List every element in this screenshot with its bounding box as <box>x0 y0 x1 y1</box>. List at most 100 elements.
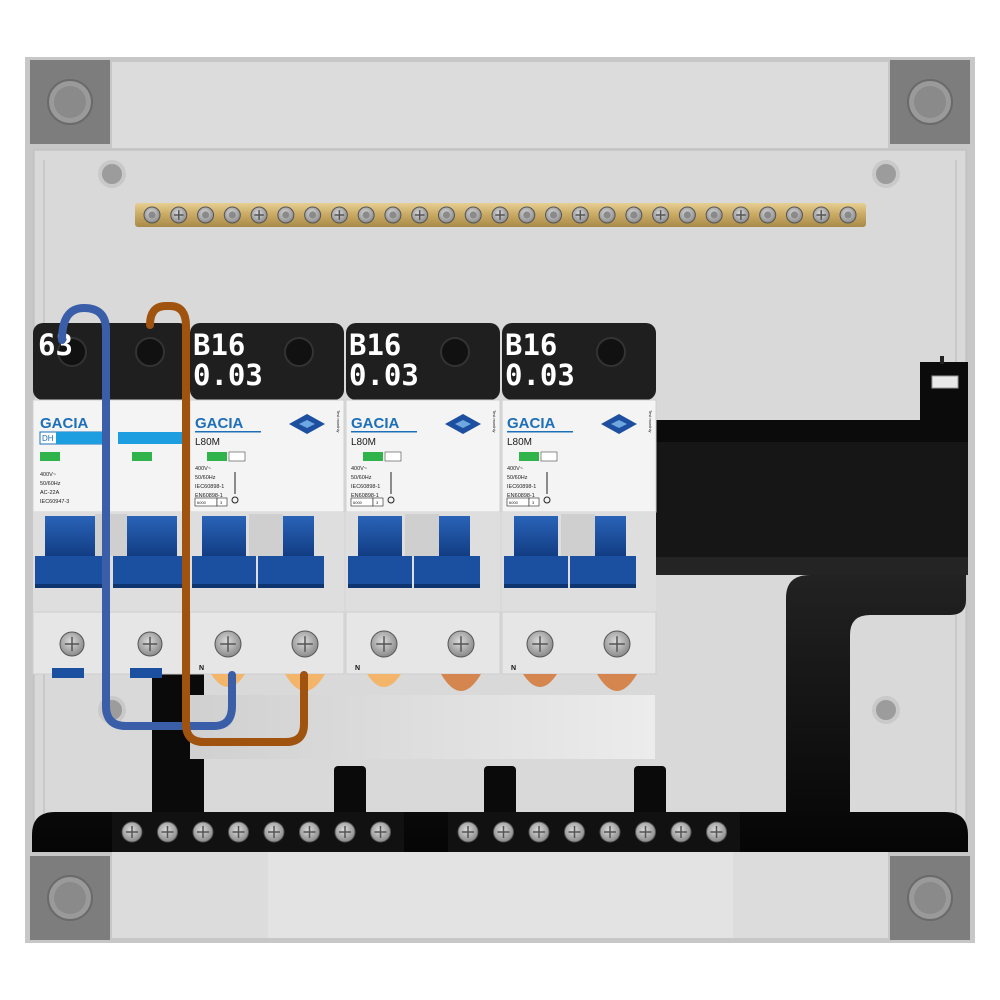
terminal-screw <box>291 630 319 658</box>
earth-screw <box>197 206 215 224</box>
busbar-terminal-screw <box>334 821 356 843</box>
busbar-terminal-screw <box>370 821 391 843</box>
bottom-rail-insert <box>268 852 733 938</box>
device-rail: 63GACIADH400V~50/60HzAC-22AIEC60947-3B16… <box>32 323 657 691</box>
earth-screw <box>143 206 161 224</box>
earth-screw <box>170 206 188 224</box>
earth-screw <box>545 206 563 224</box>
status-indicator <box>132 452 152 461</box>
earth-screw <box>250 206 268 224</box>
busbar-terminal-screw <box>228 821 249 843</box>
copper-lug <box>523 674 557 687</box>
din-blanking-cover <box>655 356 968 575</box>
busbar-terminals <box>112 812 740 852</box>
corner-fixing-br <box>890 856 970 940</box>
status-indicator <box>207 452 227 461</box>
rcbo-spec: 50/60Hz <box>507 475 528 481</box>
copper-lug <box>441 674 481 691</box>
busbar-terminal-screw <box>157 821 178 843</box>
test-label: Test monthly <box>648 410 653 432</box>
earth-screw <box>464 206 482 224</box>
main-switch-brand: GACIA <box>40 415 89 432</box>
rcbo-lever-n[interactable] <box>348 516 412 588</box>
rcbo-model: L80M <box>507 437 532 448</box>
mount-hole-mr <box>872 696 900 724</box>
rcbo-spec: 400V~ <box>195 466 211 472</box>
earth-screw <box>625 206 643 224</box>
terminal-screw <box>603 630 631 658</box>
energy-class: 3 <box>532 500 535 505</box>
terminal-screw <box>59 631 85 657</box>
main-switch-lever-l[interactable] <box>113 516 187 588</box>
terminal-cover <box>190 695 655 759</box>
wires <box>58 302 308 746</box>
terminal-screw <box>447 630 475 658</box>
mount-hole-tl <box>98 160 126 188</box>
rcbo-spec: IEC60898-1 <box>195 484 224 490</box>
main-switch-rating: 63 <box>38 328 73 362</box>
rcbo-spec: 400V~ <box>351 466 367 472</box>
busbar-terminal-screw <box>706 821 727 843</box>
rcbo-spec: IEC60898-1 <box>351 484 380 490</box>
terminal-clip <box>52 668 84 678</box>
breaking-capacity: 6000 <box>509 500 519 505</box>
terminal-clip <box>130 668 162 678</box>
earth-screw <box>411 206 429 224</box>
rcbo-spec: EN60898-1 <box>351 493 379 499</box>
terminal-block <box>112 812 404 852</box>
earth-screw <box>304 206 322 224</box>
rcbo-curve-rating: B16 <box>505 328 557 362</box>
busbar-terminal-screw <box>528 821 550 843</box>
energy-class: 3 <box>376 500 379 505</box>
neutral-label: N <box>511 665 516 672</box>
rcbo-spec: 50/60Hz <box>195 475 216 481</box>
terminal-screw <box>137 631 163 657</box>
rcbo-brand: GACIA <box>195 415 244 432</box>
earth-screw <box>812 206 830 224</box>
earth-screw <box>839 206 857 224</box>
rcbo-lever-n[interactable] <box>504 516 568 588</box>
status-indicator <box>519 452 539 461</box>
rcbo-spec: 400V~ <box>507 466 523 472</box>
earth-screw <box>678 206 696 224</box>
rcbo-curve-rating: B16 <box>193 328 245 362</box>
status-indicator <box>363 452 383 461</box>
test-label: Test monthly <box>492 410 497 432</box>
busbar-terminal-screw <box>457 821 479 843</box>
neutral-wire <box>58 303 236 730</box>
copper-lug <box>597 674 637 691</box>
busbar-terminal-screw <box>493 821 514 843</box>
earth-screw <box>598 206 616 224</box>
corner-fixing-tr <box>890 60 970 144</box>
neutral-busbar <box>32 575 968 852</box>
earth-bar-screws <box>143 206 857 224</box>
earth-screw <box>652 206 670 224</box>
terminal-zone <box>345 611 501 675</box>
terminal-block <box>448 812 740 852</box>
main-switch-tag: DH <box>42 434 54 443</box>
busbar-terminal-screw <box>564 821 585 843</box>
breaking-capacity: 6000 <box>353 500 363 505</box>
rcbo-trip-rating: 0.03 <box>505 358 575 392</box>
top-rail <box>112 62 888 148</box>
terminal-screw <box>214 630 242 658</box>
energy-class: 3 <box>220 500 223 505</box>
rcbo-spec: 50/60Hz <box>351 475 372 481</box>
live-wire <box>146 302 308 746</box>
terminal-screw <box>526 630 554 658</box>
corner-fixing-bl <box>30 856 110 940</box>
mount-hole-tr <box>872 160 900 188</box>
earth-screw <box>518 206 536 224</box>
main-switch-spec: IEC60947-3 <box>40 499 69 505</box>
test-label: Test monthly <box>336 410 341 432</box>
rcbo-spec: IEC60898-1 <box>507 484 536 490</box>
earth-screw <box>571 206 589 224</box>
busbar-terminal-screw <box>299 821 320 843</box>
earth-screw <box>732 206 750 224</box>
main-switch-lever-n[interactable] <box>35 516 109 588</box>
rcbo-lever-n[interactable] <box>192 516 256 588</box>
rcbo-spec: EN60898-1 <box>507 493 535 499</box>
copper-lug <box>367 674 401 687</box>
